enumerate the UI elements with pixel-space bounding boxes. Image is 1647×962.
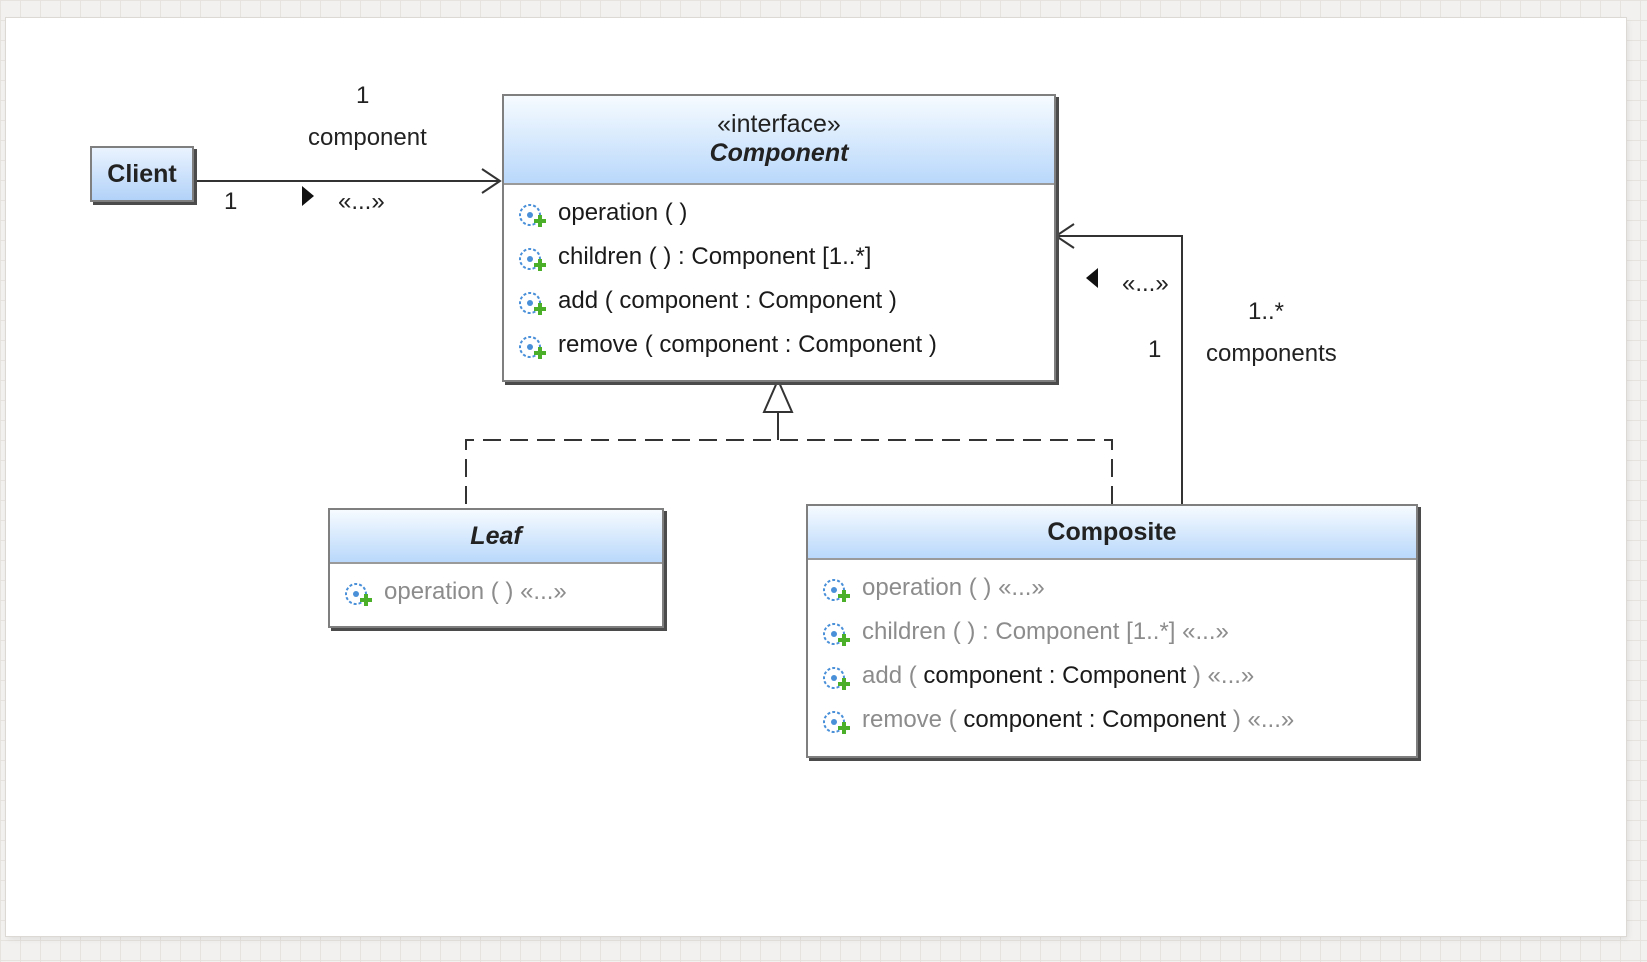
operation-params: (	[902, 662, 917, 689]
operation-row[interactable]: add ( component : Component ) «...»	[808, 654, 1416, 698]
operation-row[interactable]: children ( ) : Component [1..*] «...»	[808, 610, 1416, 654]
realization-arrowhead	[762, 377, 794, 413]
association-arrowhead-2	[1054, 223, 1075, 249]
composite-assoc-stereotype: «...»	[1122, 270, 1169, 297]
direction-triangle-left	[1086, 268, 1098, 288]
operation-row[interactable]: operation ( )	[504, 191, 1054, 235]
diagram-canvas: Client 1 component 1 «...» «interface» C…	[6, 18, 1626, 936]
public-operation-icon	[516, 200, 552, 228]
operation-params: ( )	[658, 199, 688, 226]
operation-stereotype: «...»	[513, 578, 567, 605]
component-header: «interface» Component	[504, 96, 1054, 185]
operation-row[interactable]: operation ( ) «...»	[808, 566, 1416, 610]
operation-stereotype: «...»	[1200, 662, 1255, 689]
composite-assoc-role: components	[1206, 340, 1337, 367]
operation-params: ( ) : Component [1..*]	[946, 618, 1176, 645]
operation-params-close: )	[1226, 706, 1241, 733]
interface-stereotype: «interface»	[717, 110, 841, 138]
leaf-header: Leaf	[330, 510, 662, 564]
composite-class[interactable]: Composite operation ( ) «...» children (…	[806, 504, 1418, 758]
public-operation-icon	[820, 619, 856, 647]
operation-row[interactable]: add ( component : Component )	[504, 279, 1054, 323]
operation-row[interactable]: remove ( component : Component )	[504, 323, 1054, 367]
composite-component-association	[1056, 235, 1183, 504]
operation-params: ( component : Component )	[638, 331, 937, 358]
operation-params: ( )	[484, 578, 514, 605]
public-operation-icon	[820, 575, 856, 603]
operation-row[interactable]: remove ( component : Component ) «...»	[808, 698, 1416, 742]
client-assoc-source-multiplicity: 1	[224, 188, 238, 215]
operation-row[interactable]: operation ( ) «...»	[330, 570, 662, 614]
public-operation-icon	[820, 663, 856, 691]
leaf-class[interactable]: Leaf operation ( ) «...»	[328, 508, 664, 628]
operation-params: ( component : Component )	[598, 287, 897, 314]
client-assoc-stereotype: «...»	[338, 188, 385, 215]
operation-name: operation	[384, 578, 485, 605]
client-assoc-target-multiplicity: 1	[356, 82, 370, 109]
connector-layer	[190, 168, 1183, 504]
composite-assoc-source-multiplicity: 1	[1148, 336, 1162, 363]
operation-params-close: )	[1186, 662, 1201, 689]
operation-name: operation	[862, 574, 963, 601]
direction-triangle-right	[302, 186, 314, 206]
client-class-name: Client	[107, 160, 177, 188]
operation-params: (	[942, 706, 957, 733]
operation-name: children	[862, 618, 947, 645]
operation-name: add	[862, 662, 903, 689]
client-assoc-role: component	[308, 124, 427, 151]
public-operation-icon	[516, 288, 552, 316]
realization-connector	[465, 439, 1113, 504]
composite-operations: operation ( ) «...» children ( ) : Compo…	[808, 560, 1416, 742]
component-class-name: Component	[709, 139, 849, 167]
operation-name: children	[558, 243, 643, 270]
operation-stereotype: «...»	[991, 574, 1045, 601]
operation-argument: component : Component	[956, 706, 1227, 733]
operation-argument: component : Component	[916, 662, 1187, 689]
public-operation-icon	[516, 244, 552, 272]
public-operation-icon	[516, 332, 552, 360]
client-class[interactable]: Client	[90, 146, 194, 202]
operation-params: ( )	[962, 574, 992, 601]
composite-header: Composite	[808, 506, 1416, 560]
association-arrowhead	[481, 168, 502, 194]
composite-class-name: Composite	[1047, 518, 1177, 546]
leaf-operations: operation ( ) «...»	[330, 564, 662, 614]
operation-stereotype: «...»	[1240, 706, 1295, 733]
operation-stereotype: «...»	[1175, 618, 1229, 645]
public-operation-icon	[342, 579, 378, 607]
public-operation-icon	[820, 707, 856, 735]
operation-params: ( ) : Component [1..*]	[642, 243, 872, 270]
composite-assoc-target-multiplicity: 1..*	[1248, 298, 1285, 325]
leaf-class-name: Leaf	[470, 522, 522, 550]
operation-name: remove	[862, 706, 943, 733]
component-operations: operation ( ) children ( ) : Component […	[504, 185, 1054, 367]
operation-row[interactable]: children ( ) : Component [1..*]	[504, 235, 1054, 279]
operation-name: add	[558, 287, 599, 314]
component-interface[interactable]: «interface» Component operation ( ) chil…	[502, 94, 1056, 382]
operation-name: operation	[558, 199, 659, 226]
operation-name: remove	[558, 331, 639, 358]
